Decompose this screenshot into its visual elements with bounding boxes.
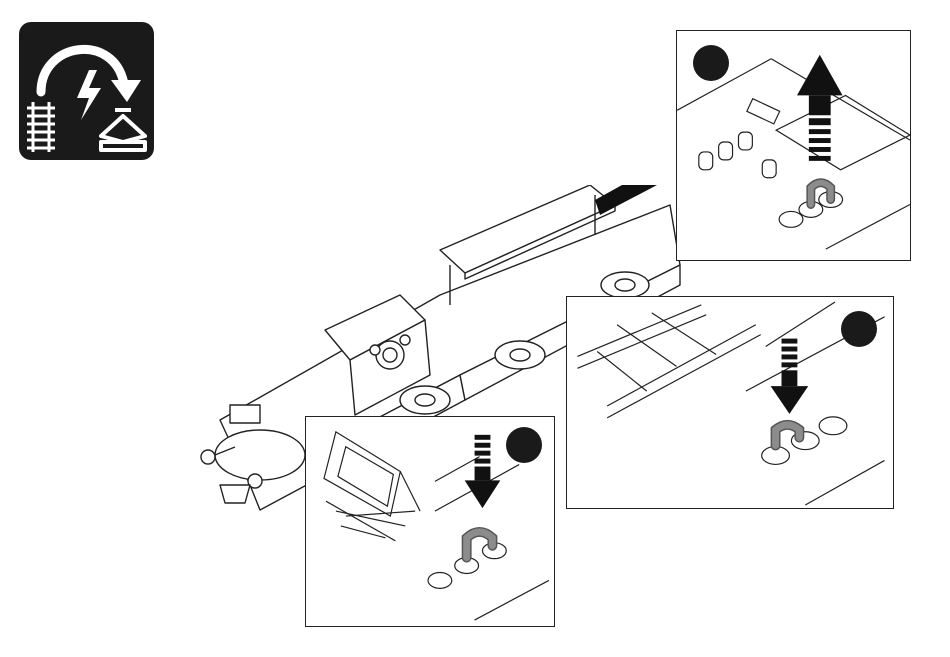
- power-switch-track-catenary-icon: [19, 22, 154, 160]
- detail-panel-insert-jumper-track: [566, 296, 894, 509]
- step-3-marker: [506, 427, 542, 463]
- step-2-marker: [841, 311, 877, 347]
- detail-panel-insert-jumper-catenary: [305, 416, 555, 627]
- step-1-marker: [693, 45, 729, 81]
- detail-panel-remove-jumper: [676, 30, 911, 261]
- power-mode-badge-icon: [19, 22, 154, 160]
